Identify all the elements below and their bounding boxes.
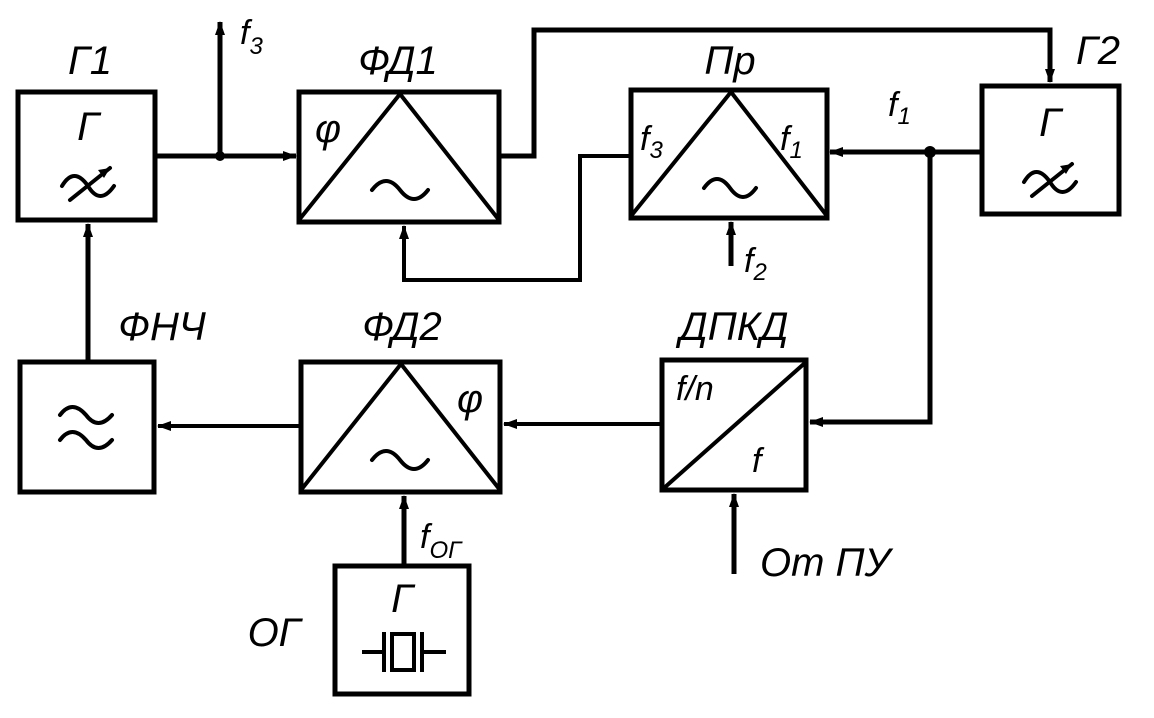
fnch-label: ФНЧ (118, 305, 206, 349)
g2-generator-symbol: Г (1039, 101, 1064, 145)
phase-detector-fd2-block: φ (298, 359, 503, 495)
g1-generator-symbol: Г (77, 105, 102, 149)
wire-pr-to-fd1 (399, 154, 631, 282)
g1-label: Г1 (68, 39, 112, 83)
g2-label: Г2 (1076, 29, 1120, 73)
dpkd-top-text: f/n (676, 370, 714, 408)
f2-label: f2 (744, 242, 767, 286)
fd2-tilde-icon (370, 449, 430, 471)
from-pu-label: От ПУ (760, 541, 894, 585)
fd2-phi-symbol: φ (457, 377, 483, 421)
divider-dpkd-block: f/n f (659, 357, 809, 493)
dpkd-label: ДПКД (676, 305, 789, 349)
phase-detector-fd1-block: φ (296, 89, 502, 225)
pr-input-f3: f3 (640, 120, 663, 164)
fnch-tilde-bottom-icon (58, 430, 114, 450)
fnch-tilde-top-icon (58, 405, 114, 425)
f1-label: f1 (888, 86, 911, 130)
dpkd-bottom-text: f (752, 442, 765, 480)
fd1-tilde-icon (370, 179, 430, 201)
fd2-label: ФД2 (362, 305, 442, 349)
generator-g2-block: Г (979, 83, 1122, 217)
low-pass-filter-fnch-block (17, 359, 157, 495)
mixer-pr-block: f3 f1 (628, 87, 830, 221)
reference-generator-og-block: Г (332, 563, 472, 697)
fd1-phi-symbol: φ (315, 107, 341, 151)
og-label: ОГ (248, 611, 304, 655)
pr-tilde-icon (702, 177, 758, 199)
generator-g1-block: Г (15, 89, 158, 223)
fd1-label: ФД1 (358, 39, 438, 83)
f3-output-label: f3 (240, 14, 263, 60)
pr-label: Пр (704, 39, 755, 83)
pr-input-f1: f1 (780, 120, 803, 164)
og-generator-symbol: Г (391, 577, 416, 621)
wire-g2-to-dpkd (809, 152, 933, 427)
crystal-icon (362, 632, 446, 672)
wire-fd1-to-g2 (499, 27, 1055, 159)
f-og-label: fОГ (420, 518, 463, 564)
